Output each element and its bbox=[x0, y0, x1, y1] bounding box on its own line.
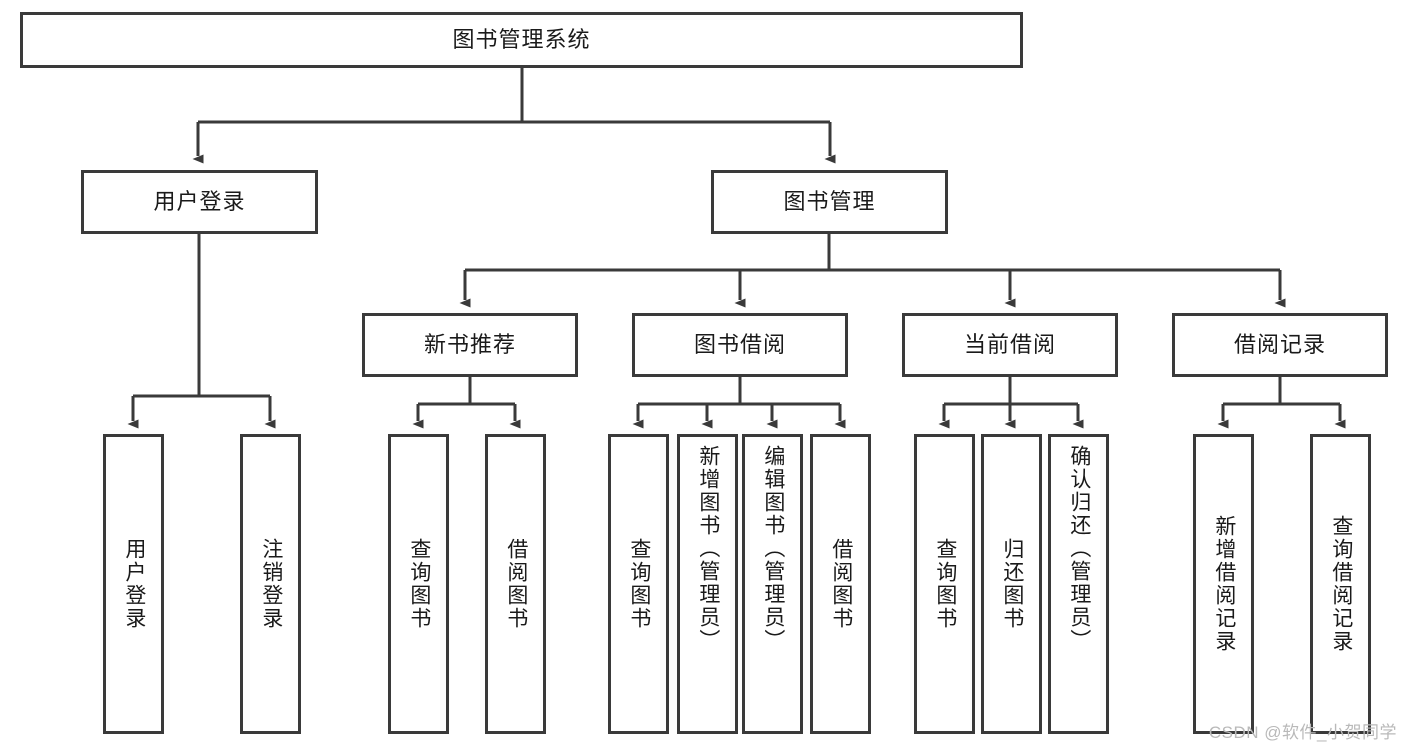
leaf-label: 编辑图书（管理员） bbox=[761, 445, 785, 652]
leaf-current-confirm-return-admin[interactable]: 确认归还（管理员） bbox=[1048, 434, 1109, 734]
node-current-borrow-label: 当前借阅 bbox=[963, 331, 1056, 357]
leaf-label: 查询图书 bbox=[407, 538, 431, 630]
node-book-management-label: 图书管理 bbox=[783, 188, 876, 214]
node-root[interactable]: 图书管理系统 bbox=[20, 12, 1023, 68]
leaf-label: 归还图书 bbox=[1000, 538, 1024, 630]
node-new-book-recommend[interactable]: 新书推荐 bbox=[362, 313, 578, 377]
node-borrow-record[interactable]: 借阅记录 bbox=[1172, 313, 1388, 377]
node-new-book-recommend-label: 新书推荐 bbox=[423, 331, 516, 357]
leaf-borrow-add-book-admin[interactable]: 新增图书（管理员） bbox=[677, 434, 738, 734]
leaf-label: 确认归还（管理员） bbox=[1067, 445, 1091, 652]
leaf-borrow-borrow-book[interactable]: 借阅图书 bbox=[810, 434, 871, 734]
leaf-current-return[interactable]: 归还图书 bbox=[981, 434, 1042, 734]
leaf-label: 借阅图书 bbox=[504, 538, 528, 630]
leaf-user-login-signout[interactable]: 注销登录 bbox=[240, 434, 301, 734]
leaf-label: 查询图书 bbox=[627, 538, 651, 630]
node-borrow-record-label: 借阅记录 bbox=[1233, 331, 1326, 357]
leaf-borrow-edit-book-admin[interactable]: 编辑图书（管理员） bbox=[742, 434, 803, 734]
leaf-current-query[interactable]: 查询图书 bbox=[914, 434, 975, 734]
node-current-borrow[interactable]: 当前借阅 bbox=[902, 313, 1118, 377]
leaf-borrow-query[interactable]: 查询图书 bbox=[608, 434, 669, 734]
watermark: CSDN @软件_小贺同学 bbox=[1208, 723, 1397, 742]
node-book-management[interactable]: 图书管理 bbox=[711, 170, 948, 234]
leaf-label: 注销登录 bbox=[259, 538, 283, 630]
node-root-label: 图书管理系统 bbox=[452, 26, 591, 52]
leaf-label: 查询借阅记录 bbox=[1329, 515, 1353, 653]
leaf-label: 新增借阅记录 bbox=[1212, 515, 1236, 653]
leaf-record-query[interactable]: 查询借阅记录 bbox=[1310, 434, 1371, 734]
node-book-borrow[interactable]: 图书借阅 bbox=[632, 313, 848, 377]
leaf-record-add[interactable]: 新增借阅记录 bbox=[1193, 434, 1254, 734]
leaf-new-book-borrow[interactable]: 借阅图书 bbox=[485, 434, 546, 734]
leaf-label: 查询图书 bbox=[933, 538, 957, 630]
leaf-label: 新增图书（管理员） bbox=[696, 445, 720, 652]
leaf-new-book-query[interactable]: 查询图书 bbox=[388, 434, 449, 734]
node-user-login[interactable]: 用户登录 bbox=[81, 170, 318, 234]
node-user-login-label: 用户登录 bbox=[153, 188, 246, 214]
leaf-user-login-signin[interactable]: 用户登录 bbox=[103, 434, 164, 734]
leaf-label: 借阅图书 bbox=[829, 538, 853, 630]
leaf-label: 用户登录 bbox=[122, 538, 146, 630]
node-book-borrow-label: 图书借阅 bbox=[693, 331, 786, 357]
